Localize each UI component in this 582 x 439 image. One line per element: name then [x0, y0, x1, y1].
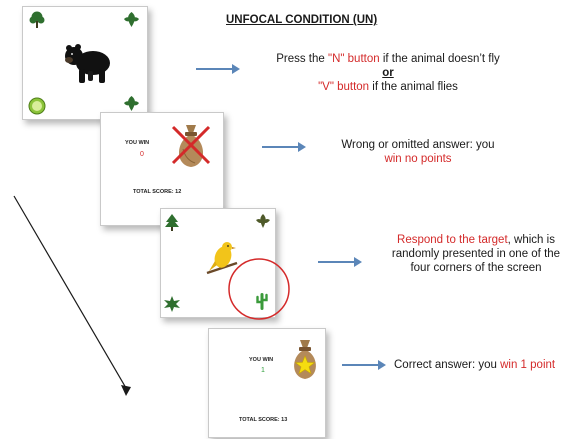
screen-correct-feedback: YOU WIN 1 TOTAL SCORE: 13	[208, 328, 326, 438]
instruction-line-v-button: "V" button if the animal flies	[318, 81, 458, 93]
instruction-target-line1: Respond to the target, which is	[397, 234, 555, 246]
instruction-target-line3: four corners of the screen	[410, 262, 542, 274]
leaf-icon	[124, 12, 139, 27]
instruction-line-n-button: Press the "N" button if the animal doesn…	[276, 53, 500, 65]
step-arrow-2	[262, 142, 306, 152]
bird-icon	[206, 242, 238, 275]
points-value: 1	[261, 367, 265, 374]
diagram-title: UNFOCAL CONDITION (UN)	[226, 14, 378, 26]
bear-icon	[65, 44, 110, 83]
instruction-wrong-line1: Wrong or omitted answer: you	[341, 139, 495, 151]
cross-icon	[171, 125, 211, 165]
target-highlight-circle	[228, 258, 290, 320]
step-arrow-1	[196, 64, 240, 74]
screen-target-stimulus	[160, 208, 276, 318]
screen-animal-stimulus	[22, 6, 148, 120]
instruction-wrong-answer: Wrong or omitted answer: you win no poin…	[318, 138, 518, 166]
you-win-label: YOU WIN	[249, 357, 274, 363]
star-icon	[295, 355, 315, 375]
instruction-correct-answer: Correct answer: you win 1 point	[394, 359, 556, 371]
instruction-wrong-line2: win no points	[384, 153, 452, 165]
you-win-label: YOU WIN	[125, 140, 150, 146]
tree-icon	[165, 214, 179, 231]
step-arrow-3	[318, 257, 362, 267]
tree-icon	[29, 11, 45, 28]
instruction-respond-target: Respond to the target, which is randomly…	[370, 233, 582, 275]
total-score-label: TOTAL SCORE: 13	[239, 417, 288, 423]
step-arrow-4	[342, 360, 386, 370]
leaf-icon	[164, 296, 180, 312]
screen-wrong-feedback: YOU WIN 0 TOTAL SCORE: 12	[100, 112, 224, 226]
leaf-icon	[124, 96, 139, 111]
total-score-label: TOTAL SCORE: 12	[133, 189, 182, 195]
points-value: 0	[140, 151, 144, 158]
leaf-icon	[256, 214, 270, 228]
instruction-target-line2: randomly presented in one of the	[391, 248, 561, 260]
instruction-response-keys: Press the "N" button if the animal doesn…	[253, 52, 523, 94]
lime-icon	[28, 97, 46, 115]
cactus-icon	[256, 293, 268, 310]
instruction-or: or	[382, 67, 394, 79]
